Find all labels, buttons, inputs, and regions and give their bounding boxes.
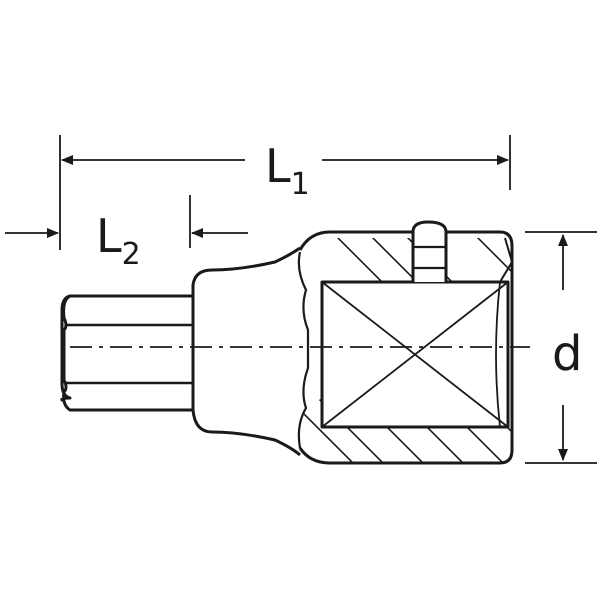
socket-body (298, 230, 514, 465)
label-l1: L1 (265, 139, 310, 202)
hex-bit-outline (60, 294, 193, 412)
retaining-pin (411, 220, 448, 282)
label-l2: L2 (96, 209, 141, 272)
socket-outline (60, 220, 514, 465)
neck-top (191, 246, 301, 410)
label-d: d (552, 326, 582, 382)
dimension-lines (5, 135, 597, 464)
neck-bottom (191, 409, 301, 457)
socket-bore-edge (297, 251, 310, 449)
